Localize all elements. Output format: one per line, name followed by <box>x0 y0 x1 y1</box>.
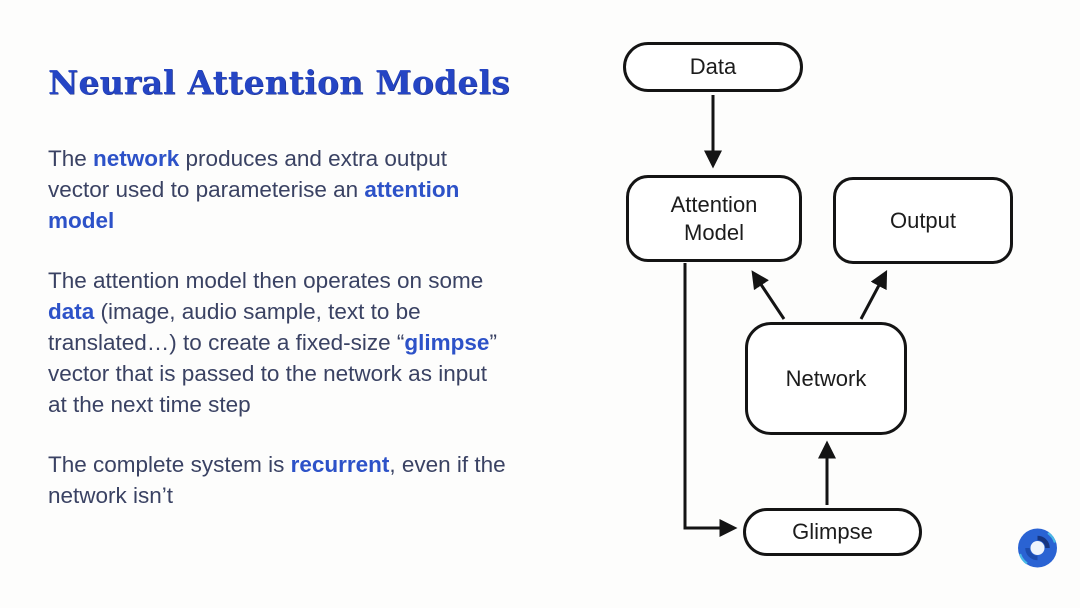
text-segment: The complete system is <box>48 452 291 477</box>
page-title: Neural Attention Models <box>48 63 511 102</box>
node-network: Network <box>745 322 907 435</box>
edge-network-to-output <box>859 270 888 320</box>
node-glimpse: Glimpse <box>743 508 922 556</box>
highlight-data: data <box>48 299 95 324</box>
paragraph-network: The network produces and extra output ve… <box>48 143 608 236</box>
text-segment: produces and extra output vector used to… <box>48 146 447 202</box>
node-output: Output <box>833 177 1013 264</box>
node-attention-model: Attention Model <box>626 175 802 262</box>
text-segment: The <box>48 146 94 171</box>
text-segment: ” vector that is passed to the network a… <box>48 330 497 417</box>
highlight-recurrent: recurrent <box>290 452 390 477</box>
edge-network-to-attention-model <box>751 270 786 320</box>
text-segment: (image, audio sample, text to be transla… <box>48 299 421 355</box>
highlight-attention-model: attention model <box>48 177 460 233</box>
text-column: Neural Attention Models The network prod… <box>48 62 608 540</box>
text-segment: The attention model then operates on som… <box>48 268 484 293</box>
paragraph-recurrent: The complete system is recurrent, even i… <box>48 449 608 511</box>
text-segment: , even if the network isn’t <box>48 452 506 508</box>
highlight-network: network <box>93 146 180 171</box>
highlight-glimpse: glimpse <box>404 330 490 355</box>
edge-attention-model-to-glimpse <box>683 263 738 537</box>
node-data: Data <box>623 42 803 92</box>
paragraph-glimpse: The attention model then operates on som… <box>48 265 608 420</box>
swirl-logo-icon <box>1014 525 1061 572</box>
